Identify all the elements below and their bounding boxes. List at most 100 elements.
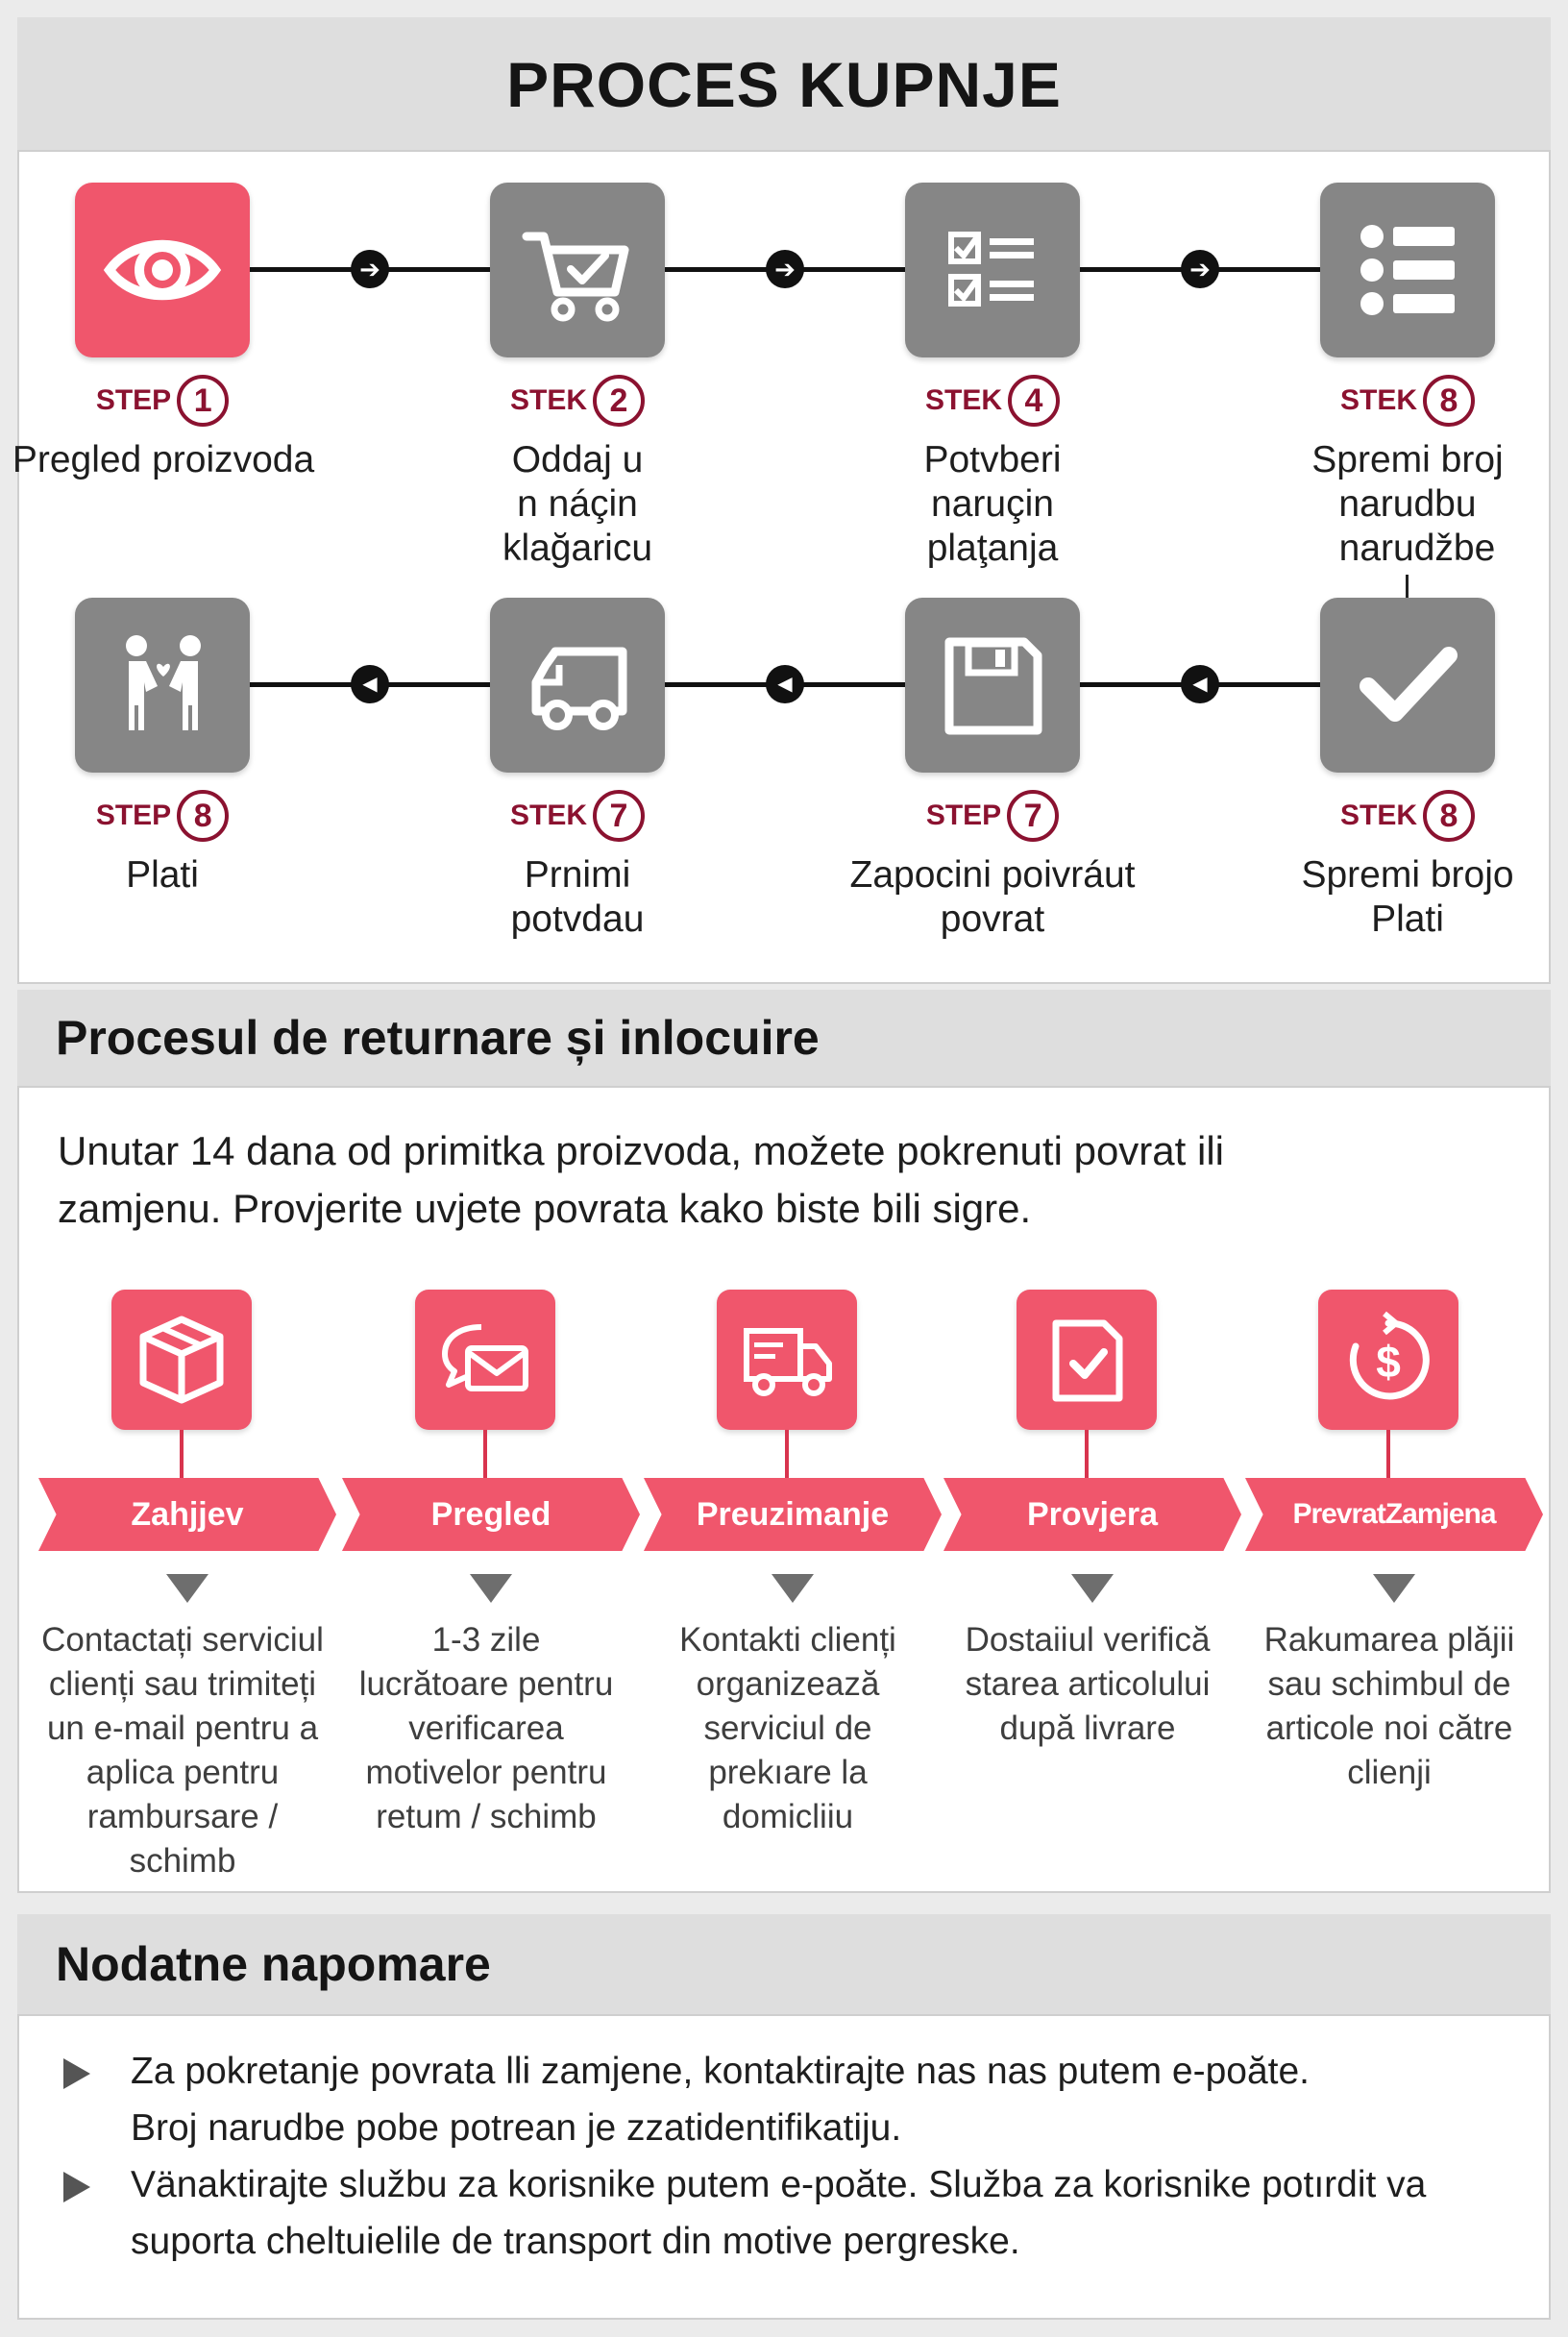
- step-caption: Oddaj u n náçin klağaricu: [376, 438, 779, 571]
- desc-line: sau schimbul de: [1267, 1665, 1511, 1703]
- step-6-tile[interactable]: [490, 598, 665, 773]
- step-number: 1: [177, 375, 230, 427]
- caption-line: narudžbe: [1338, 528, 1496, 569]
- connector-stem: [483, 1430, 487, 1478]
- connector-stem: [180, 1430, 184, 1478]
- step-label: STEK 8: [1263, 375, 1552, 427]
- step-label: STEK 4: [848, 375, 1137, 427]
- caption-line: plaţanja: [926, 528, 1059, 569]
- step-word: STEK: [509, 384, 587, 416]
- return-step-icon-box[interactable]: $: [1318, 1290, 1458, 1430]
- step-2-tile[interactable]: [490, 183, 665, 357]
- purchase-process-panel: ➔ ➔ ➔ ◀ ◀ ◀ STEP 1 Pregled proizvoda STE…: [12, 150, 1552, 984]
- return-step-banner: Provjera: [943, 1478, 1241, 1551]
- connector-stem: [1386, 1430, 1390, 1478]
- box-icon: [139, 1316, 224, 1404]
- row-link-line: [1406, 575, 1409, 598]
- step-number: 4: [1008, 375, 1060, 427]
- caption-line: naruçin: [931, 483, 1054, 525]
- connector-stem: [1085, 1430, 1089, 1478]
- caption-line: Zapocini poivráut: [849, 854, 1136, 896]
- bullet-triangle-icon: [63, 2058, 90, 2089]
- intro-line: Unutar 14 dana od primitka proizvoda, mo…: [58, 1128, 1224, 1173]
- step-4-tile[interactable]: [1320, 183, 1495, 357]
- step-number: 8: [177, 790, 230, 842]
- arrow-right-icon: ➔: [766, 250, 804, 288]
- step-7-tile[interactable]: [905, 598, 1080, 773]
- return-step-icon-box[interactable]: [415, 1290, 555, 1430]
- desc-line: starea articolului: [965, 1665, 1211, 1703]
- step-caption: Plati: [0, 853, 364, 898]
- caption-line: Spremi brojo: [1301, 854, 1514, 896]
- step-word: STEP: [95, 800, 172, 831]
- chevron-down-icon: [1373, 1574, 1415, 1603]
- notes-section-header: Nodatne napomare: [17, 1914, 1551, 2014]
- desc-line: serviciul de: [703, 1710, 872, 1747]
- desc-line: Dostaiiul verifică: [965, 1621, 1211, 1659]
- caption-line: Plati: [126, 854, 199, 896]
- step-number: 7: [593, 790, 645, 842]
- notes-panel: Za pokretanje povrata lli zamjene, konta…: [17, 2014, 1551, 2320]
- desc-line: Kontakti clienți: [679, 1621, 896, 1659]
- chevron-down-icon: [1071, 1574, 1114, 1603]
- step-word: STEK: [1339, 800, 1417, 831]
- return-step-description: Contactați serviciul clienți sau trimite…: [31, 1618, 334, 1883]
- step-label: STEK 7: [433, 790, 722, 842]
- arrow-left-icon: ◀: [351, 665, 389, 703]
- step-label: STEP 1: [18, 375, 306, 427]
- desc-line: 1-3 zile: [431, 1621, 541, 1659]
- handshake-icon: [126, 635, 201, 730]
- note-text: Vänaktirajte službu za korisnike putem e…: [131, 2156, 1524, 2270]
- arrow-right-icon: ➔: [351, 250, 389, 288]
- desc-line: articole noi către: [1265, 1710, 1513, 1747]
- desc-line: motivelor pentru: [365, 1754, 607, 1791]
- step-3-tile[interactable]: [905, 183, 1080, 357]
- caption-line: Oddaj u: [511, 439, 644, 480]
- step-caption: Spremi brojo Plati: [1206, 853, 1568, 942]
- return-section-header: Procesul de returnare și inlocuire: [17, 990, 1551, 1086]
- step-label: STEK 2: [433, 375, 722, 427]
- return-step-2: Pregled 1-3 zile lucrătoare pentru verif…: [342, 1290, 646, 1866]
- chevron-down-icon: [166, 1574, 208, 1603]
- step-word: STEP: [95, 384, 172, 416]
- arrow-left-icon: ◀: [1181, 665, 1219, 703]
- caption-line: klağaricu: [502, 528, 653, 569]
- step-8-tile[interactable]: [1320, 598, 1495, 773]
- step-word: STEK: [924, 384, 1002, 416]
- caption-line: Plati: [1371, 898, 1444, 940]
- return-step-icon-box[interactable]: [111, 1290, 252, 1430]
- step-caption: Prnimi potvdau: [376, 853, 779, 942]
- return-step-icon-box[interactable]: [717, 1290, 857, 1430]
- return-step-banner: PrevratZamjena: [1245, 1478, 1543, 1551]
- refund-icon: $: [1349, 1311, 1430, 1400]
- return-step-3: Preuzimanje Kontakti clienți organizează…: [644, 1290, 947, 1866]
- note-line: Vänaktirajte službu za korisnike putem e…: [131, 2164, 1427, 2205]
- return-step-description: Kontakti clienți organizează serviciul d…: [636, 1618, 940, 1839]
- desc-line: Rakumarea plăjii: [1263, 1621, 1515, 1659]
- return-process-panel: Unutar 14 dana od primitka proizvoda, mo…: [17, 1086, 1551, 1893]
- desc-line: prekıare la: [708, 1754, 868, 1791]
- step-5-tile[interactable]: [75, 598, 250, 773]
- desc-line: rambursare /: [86, 1798, 279, 1835]
- step-number: 2: [593, 375, 645, 427]
- desc-line: verificarea: [408, 1710, 564, 1747]
- return-step-banner: Pregled: [342, 1478, 640, 1551]
- return-step-4: Provjera Dostaiiul verifică starea artic…: [943, 1290, 1247, 1866]
- note-line: suporta cheltuielile de transport din mo…: [131, 2221, 1020, 2262]
- caption-line: povrat: [940, 898, 1045, 940]
- step-1-tile[interactable]: [75, 183, 250, 357]
- chevron-down-icon: [470, 1574, 512, 1603]
- notes-section-title: Nodatne napomare: [56, 1937, 491, 1991]
- caption-line: n náçin: [517, 483, 638, 525]
- delivery-truck-icon: [744, 1328, 832, 1396]
- page-title: PROCES KUPNJE: [506, 49, 1062, 120]
- step-caption: Zapocini poivráut povrat: [791, 853, 1194, 942]
- document-check-icon: [1052, 1319, 1123, 1402]
- intro-line: zamjenu. Provjerite uvjete povrata kako …: [58, 1186, 1032, 1231]
- desc-line: clienți sau trimiteți: [48, 1665, 317, 1703]
- return-section-title: Procesul de returnare și inlocuire: [56, 1011, 820, 1065]
- desc-line: schimb: [129, 1842, 236, 1880]
- step-number: 8: [1423, 790, 1475, 842]
- return-step-icon-box[interactable]: [1017, 1290, 1157, 1430]
- return-step-banner: Zahjjev: [38, 1478, 336, 1551]
